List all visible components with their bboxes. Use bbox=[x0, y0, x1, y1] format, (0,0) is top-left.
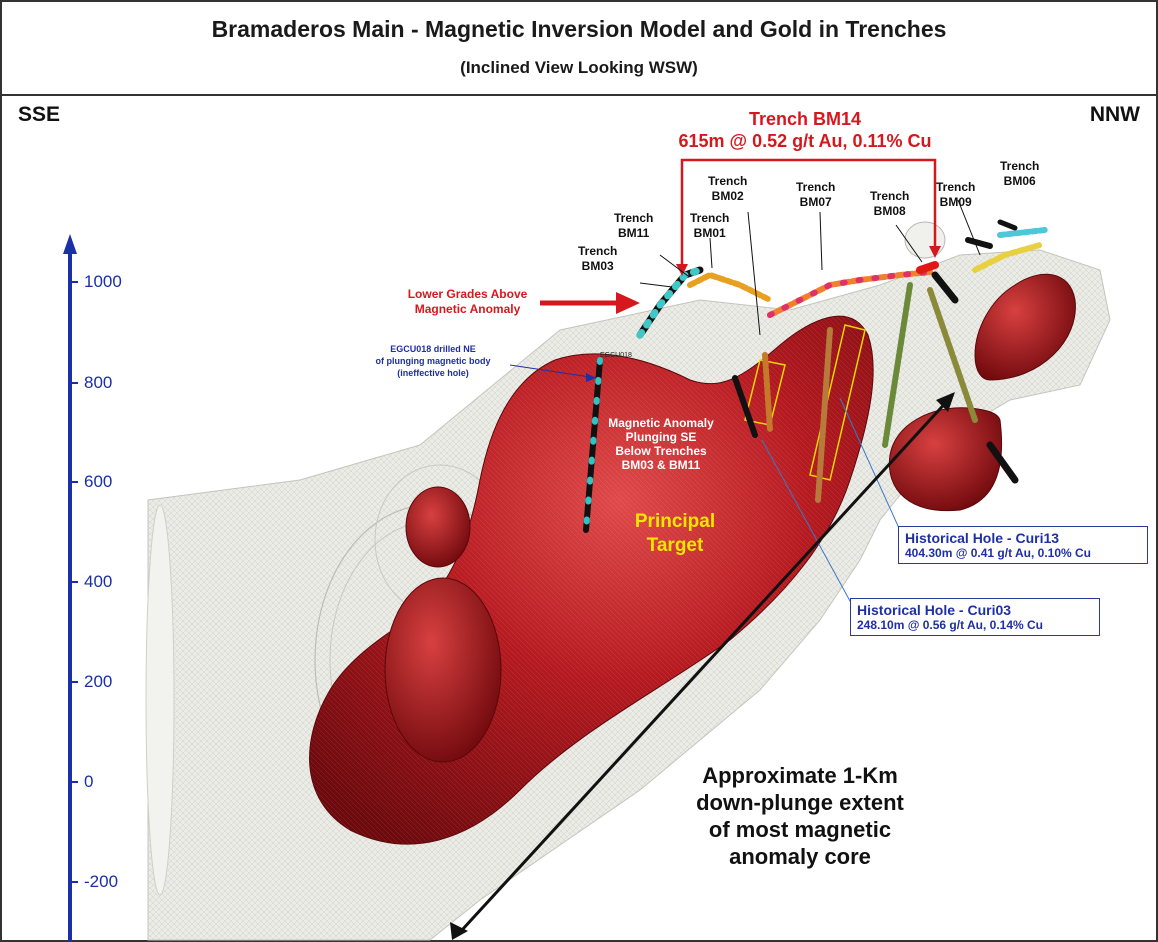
axis-tick-label: 600 bbox=[84, 472, 112, 492]
principal-target-label: Principal Target bbox=[620, 510, 730, 558]
axis-tick-label: 200 bbox=[84, 672, 112, 692]
lower-grades-label: Lower Grades Above Magnetic Anomaly bbox=[395, 287, 540, 317]
curi13-name: Historical Hole - Curi13 bbox=[905, 530, 1141, 546]
axis-tick-label: 400 bbox=[84, 572, 112, 592]
extent-label: Approximate 1-Km down-plunge extent of m… bbox=[670, 762, 930, 870]
egcu018-label: EGCU018 drilled NE of plunging magnetic … bbox=[352, 343, 514, 379]
lower-grades-arrow bbox=[540, 292, 640, 314]
egcu018-hole-tag: EGCU018 bbox=[600, 352, 632, 359]
trench-bm14-label: Trench BM14 615m @ 0.52 g/t Au, 0.11% Cu bbox=[630, 108, 980, 152]
magnetic-anomaly-label: Magnetic Anomaly Plunging SE Below Trenc… bbox=[596, 416, 726, 472]
axis-tick-label: 1000 bbox=[84, 272, 122, 292]
direction-right: NNW bbox=[1090, 103, 1140, 127]
curi13-result: 404.30m @ 0.41 g/t Au, 0.10% Cu bbox=[905, 546, 1141, 560]
axis-tick-label: 800 bbox=[84, 373, 112, 393]
figure-title: Bramaderos Main - Magnetic Inversion Mod… bbox=[0, 16, 1158, 43]
direction-left: SSE bbox=[18, 103, 60, 127]
curi13-callout: Historical Hole - Curi13 404.30m @ 0.41 … bbox=[898, 526, 1148, 564]
axis-tick-label: -200 bbox=[84, 872, 118, 892]
curi03-callout: Historical Hole - Curi03 248.10m @ 0.56 … bbox=[850, 598, 1100, 636]
trench-bm14-result: 615m @ 0.52 g/t Au, 0.11% Cu bbox=[630, 130, 980, 152]
figure-subtitle: (Inclined View Looking WSW) bbox=[0, 58, 1158, 78]
figure-header: Bramaderos Main - Magnetic Inversion Mod… bbox=[0, 0, 1158, 96]
curi03-result: 248.10m @ 0.56 g/t Au, 0.14% Cu bbox=[857, 618, 1093, 632]
curi03-name: Historical Hole - Curi03 bbox=[857, 602, 1093, 618]
axis-tick-label: 0 bbox=[84, 772, 93, 792]
elevation-axis bbox=[63, 234, 78, 942]
trench-bm14-name: Trench BM14 bbox=[630, 108, 980, 130]
